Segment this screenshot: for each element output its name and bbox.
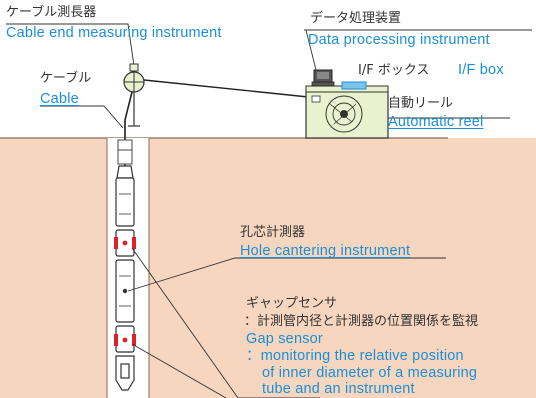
probe-segment-1	[115, 177, 135, 227]
gap-sensor-desc-en-1: ：monitoring the relative position	[246, 348, 464, 364]
data-processing-label-jp: データ処理装置	[310, 11, 402, 26]
hole-cantering-label-en: Hole cantering instrument	[240, 243, 411, 259]
cable-label-jp: ケーブル	[40, 71, 92, 86]
gap-sensor-desc-jp: ：計測管内径と計測器の位置関係を監視	[244, 314, 479, 329]
cable-guide	[117, 139, 133, 165]
cable-meter-label-jp: ケーブル測長器	[6, 5, 97, 20]
if-box-label-jp: I/F ボックス	[358, 63, 430, 78]
probe	[115, 165, 135, 391]
hole-cantering-label-jp: 孔芯計測器	[240, 225, 306, 240]
pulley-icon	[123, 63, 145, 127]
gap-sensor-upper	[114, 237, 136, 249]
leader-gap-sensor-lower	[131, 343, 227, 398]
leader-cable-meter	[6, 23, 135, 67]
leader-gap-sensor-upper	[131, 247, 239, 398]
gap-sensor-lower	[114, 334, 136, 346]
data-processing-label-en: Data processing instrument	[308, 32, 490, 48]
auto-reel-label-en: Automatic reel	[388, 114, 484, 130]
probe-window	[120, 363, 130, 379]
computer-icon	[311, 69, 335, 87]
ground	[0, 138, 536, 398]
cable-meter-label-en: Cable end measuring instrument	[6, 25, 222, 41]
auto-reel-label-jp: 自動リール	[388, 96, 454, 111]
gap-sensor-label-en: Gap sensor	[246, 331, 323, 347]
gap-sensor-desc-en-2: of inner diameter of a measuring	[262, 365, 478, 381]
probe-top-cone	[116, 165, 134, 179]
probe-pivot	[122, 288, 128, 294]
reel-icon	[305, 85, 389, 139]
leader-cable	[40, 105, 124, 129]
leader-data-processing-drop	[305, 29, 317, 71]
cable-label-en: Cable	[40, 91, 79, 107]
if-box-label-en: I/F box	[458, 62, 504, 78]
leader-hole-cantering	[127, 257, 446, 292]
if-box	[341, 81, 367, 90]
gap-sensor-label-jp: ギャップセンサ	[246, 296, 338, 311]
gap-sensor-desc-en-3: tube and an instrument	[262, 381, 415, 397]
cable-to-reel	[143, 79, 319, 99]
